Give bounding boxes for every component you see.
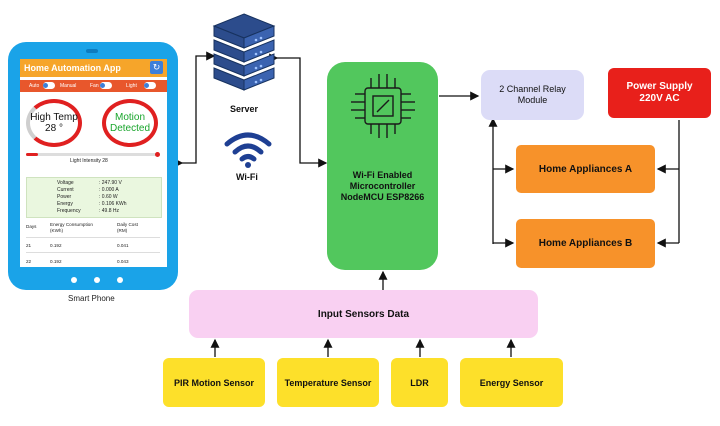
- table-header-cost: Daily Cost (RM): [117, 222, 138, 233]
- phone-button-1[interactable]: [71, 277, 77, 283]
- wifi-icon: [224, 132, 272, 168]
- smart-phone-label: Smart Phone: [68, 294, 115, 303]
- server-icon: [212, 13, 276, 91]
- table-row-2-cost: 0.043: [117, 259, 129, 264]
- table-row-1-energy: 0.192: [50, 243, 62, 248]
- table-row-2-energy: 0.192: [50, 259, 62, 264]
- stat-power-value: : 0.60 W: [99, 194, 118, 200]
- control-manual: Manual: [60, 83, 77, 89]
- refresh-icon[interactable]: ↻: [150, 61, 163, 74]
- phone-button-3[interactable]: [117, 277, 123, 283]
- energy-stats: Voltage : 247.90 V Current : 0.000 A Pow…: [26, 177, 162, 218]
- table-header-days: Days: [26, 224, 37, 229]
- stat-voltage-key: Voltage: [57, 180, 74, 186]
- light-slider-track[interactable]: [26, 152, 160, 157]
- stat-voltage-value: : 247.90 V: [99, 180, 122, 186]
- control-bar: Auto Manual Fan Light: [20, 80, 167, 92]
- temperature-sensor-block: Temperature Sensor: [277, 358, 379, 407]
- stat-current-key: Current: [57, 187, 74, 193]
- appliance-b-block: Home Appliances B: [516, 219, 655, 268]
- table-divider: [26, 237, 160, 238]
- microchip-icon: [351, 74, 415, 138]
- app-title: Home Automation App: [20, 59, 167, 77]
- fan-toggle[interactable]: [100, 82, 112, 89]
- pir-motion-sensor-block: PIR Motion Sensor: [163, 358, 265, 407]
- wifi-label: Wi-Fi: [236, 172, 258, 182]
- input-sensors-data-block: Input Sensors Data: [189, 290, 538, 338]
- temperature-gauge: High Temp 28 °: [26, 99, 82, 147]
- relay-module-block: 2 Channel Relay Module: [481, 70, 584, 120]
- control-fan: Fan: [90, 83, 99, 89]
- table-row-1-day: 21: [26, 243, 32, 248]
- control-light: Light: [126, 83, 137, 89]
- phone-screen: Home Automation App ↻ Auto Manual Fan Li…: [20, 59, 167, 267]
- server-mcu-link: [269, 53, 328, 168]
- motion-gauge: Motion Detected: [102, 99, 158, 147]
- microcontroller-label: Wi-Fi Enabled Microcontroller NodeMCU ES…: [340, 170, 425, 202]
- table-row-1-cost: 0.041: [117, 243, 129, 248]
- table-row-2-day: 22: [26, 259, 32, 264]
- power-supply-block: Power Supply 220V AC: [608, 68, 711, 118]
- stat-energy-value: : 0.106 KWh: [99, 201, 127, 207]
- stat-energy-key: Energy: [57, 201, 73, 207]
- stat-frequency-value: : 49.8 Hz: [99, 208, 120, 214]
- energy-sensor-block: Energy Sensor: [460, 358, 563, 407]
- table-divider-2: [26, 252, 160, 253]
- light-intensity-label: Light Intensity 28: [70, 158, 108, 164]
- phone-server-link: [174, 51, 216, 168]
- stat-power-key: Power: [57, 194, 72, 200]
- phone-button-2[interactable]: [94, 277, 100, 283]
- ldr-block: LDR: [391, 358, 448, 407]
- table-header-energy: Energy Consumption (KWh): [50, 222, 93, 233]
- server-label: Server: [230, 104, 259, 114]
- light-toggle[interactable]: [144, 82, 156, 89]
- appliance-a-block: Home Appliances A: [516, 145, 655, 193]
- mode-toggle[interactable]: [43, 82, 55, 89]
- control-auto: Auto: [29, 83, 40, 89]
- stat-frequency-key: Frequency: [57, 208, 81, 214]
- stat-current-value: : 0.000 A: [99, 187, 119, 193]
- phone-speaker: [86, 49, 98, 53]
